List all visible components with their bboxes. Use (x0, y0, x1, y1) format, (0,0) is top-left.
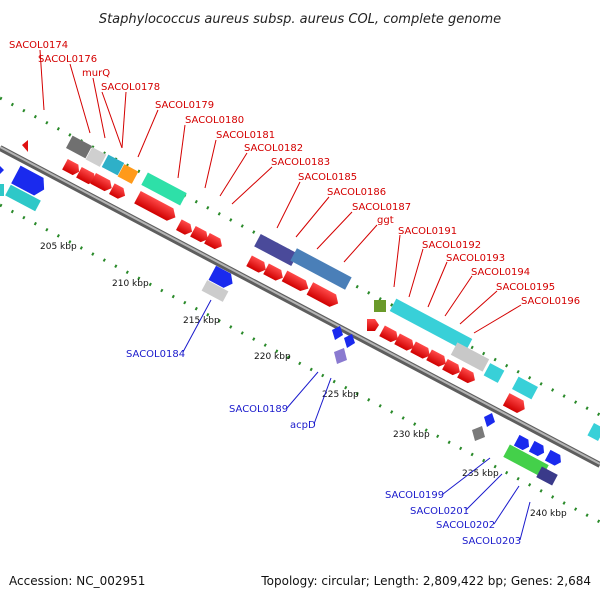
gene-feature (85, 147, 107, 167)
gene-feature (544, 449, 561, 466)
kbp-label: 210 kbp (112, 279, 149, 289)
cds-feature (190, 225, 208, 243)
reverse-gene-labels (182, 299, 531, 541)
cds-feature (410, 341, 430, 359)
gene-feature (332, 326, 343, 340)
cds-feature (246, 255, 266, 273)
gene-label: SACOL0174 (9, 40, 68, 51)
gene-feature (536, 466, 558, 486)
kbp-label: 215 kbp (183, 316, 220, 326)
gene-feature (513, 434, 530, 451)
gene-label: SACOL0184 (126, 349, 185, 360)
gene-label: SACOL0179 (155, 100, 214, 111)
cds-feature (76, 166, 95, 185)
gene-label: murQ (82, 68, 110, 79)
gene-label: SACOL0183 (271, 157, 330, 168)
kbp-label: 220 kbp (254, 352, 291, 362)
cds-feature (109, 183, 126, 199)
gene-label: SACOL0191 (398, 226, 457, 237)
gene-feature (0, 184, 4, 196)
gene-label: SACOL0195 (496, 282, 555, 293)
gene-label: SACOL0199 (385, 490, 444, 501)
gene-feature (587, 423, 600, 441)
gene-label: SACOL0182 (244, 143, 303, 154)
gene-feature (5, 184, 41, 212)
gene-label: acpD (290, 420, 316, 431)
gene-label: SACOL0189 (229, 404, 288, 415)
kbp-label: 230 kbp (393, 430, 430, 440)
gene-label: SACOL0194 (471, 267, 530, 278)
reverse-gene-label-texts: SACOL0184 SACOL0189 acpD SACOL0199 SACOL… (126, 349, 521, 547)
gene-feature (450, 342, 490, 372)
forward-features (0, 135, 600, 441)
cds-feature (90, 173, 112, 192)
cds-feature (22, 140, 28, 152)
gene-feature (208, 265, 233, 288)
gene-label: SACOL0193 (446, 253, 505, 264)
gene-label: SACOL0201 (410, 506, 469, 517)
gene-label: SACOL0192 (422, 240, 481, 251)
gene-feature (254, 233, 298, 267)
gene-feature (483, 363, 505, 383)
cds-feature (442, 358, 460, 376)
topology-text: Topology: circular; Length: 2,809,422 bp… (260, 574, 591, 588)
gene-feature (11, 165, 45, 196)
forward-gene-labels (39, 49, 522, 334)
gene-feature (0, 166, 4, 174)
cds-feature (281, 270, 309, 292)
gene-label: SACOL0180 (185, 115, 244, 126)
cds-feature (394, 333, 414, 351)
reverse-features (201, 265, 561, 486)
cds-feature (367, 319, 379, 331)
gene-feature (201, 280, 229, 302)
accession-text: Accession: NC_002951 (9, 574, 145, 588)
gene-feature (374, 300, 386, 312)
map-title: Staphylococcus aureus subsp. aureus COL,… (99, 12, 501, 27)
gene-label: SACOL0187 (352, 202, 411, 213)
gene-feature (389, 298, 473, 352)
gene-feature (141, 172, 187, 206)
cds-feature (263, 263, 283, 281)
cds-feature (204, 232, 222, 250)
kbp-labels: 205 kbp 210 kbp 215 kbp 220 kbp 225 kbp … (40, 242, 567, 519)
gene-feature (503, 444, 549, 478)
gene-label: SACOL0196 (521, 296, 580, 307)
cds-feature (62, 158, 80, 176)
gene-label: SACOL0203 (462, 536, 521, 547)
cds-feature (457, 366, 475, 384)
cds-feature (176, 219, 193, 235)
gene-feature (472, 426, 485, 441)
gene-feature (334, 348, 347, 364)
gene-label: SACOL0176 (38, 54, 97, 65)
gene-label: SACOL0202 (436, 520, 495, 531)
gene-label: SACOL0181 (216, 130, 275, 141)
gene-label: SACOL0186 (327, 187, 386, 198)
gene-label: ggt (377, 215, 394, 226)
genome-backbone-highlight (0, 146, 600, 465)
gene-feature (344, 334, 355, 348)
gene-feature (528, 440, 545, 457)
gene-feature (290, 248, 352, 290)
cds-feature (306, 282, 339, 307)
cds-feature (134, 190, 176, 221)
gene-feature (101, 154, 125, 176)
cds-feature (379, 325, 398, 343)
kbp-label: 205 kbp (40, 242, 77, 252)
forward-gene-label-texts: SACOL0174 SACOL0176 murQ SACOL0178 SACOL… (9, 40, 580, 307)
gene-feature (512, 376, 538, 400)
inner-tick-track (0, 203, 600, 524)
gene-feature (484, 413, 495, 427)
cds-feature (426, 349, 446, 367)
kbp-label: 225 kbp (322, 390, 359, 400)
kbp-label: 240 kbp (530, 509, 567, 519)
gene-feature (117, 164, 139, 184)
gene-label: SACOL0185 (298, 172, 357, 183)
gene-feature (66, 135, 92, 159)
gene-label: SACOL0178 (101, 82, 160, 93)
kbp-label: 235 kbp (462, 469, 499, 479)
cds-feature (502, 393, 525, 413)
